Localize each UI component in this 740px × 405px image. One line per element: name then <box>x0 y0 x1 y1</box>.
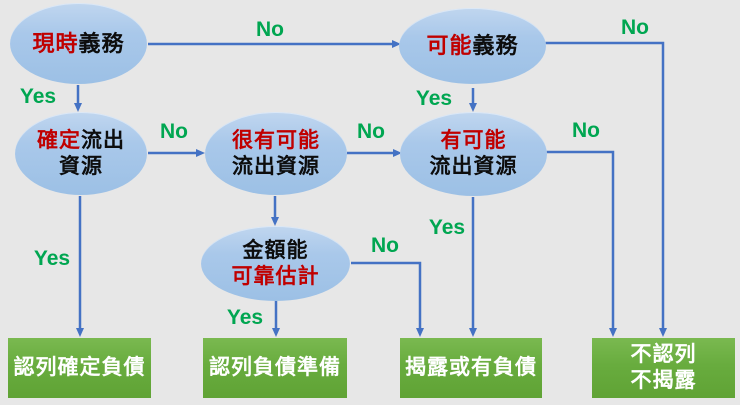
node-present-obligation: 現時義務 <box>10 3 147 84</box>
edge-label-no-possible-to-neither: No <box>621 16 649 39</box>
node-text-line2: 可靠估計 <box>231 264 320 288</box>
edge-label-no-certain-to-probable: No <box>160 120 188 143</box>
outcome-text: 揭露或有負債 <box>405 356 537 379</box>
node-possible-obligation: 可能義務 <box>399 8 546 84</box>
node-text-red: 確定 <box>37 128 81 152</box>
edge-label-yes-possible-to-possible-outflow: Yes <box>415 87 453 110</box>
node-text-red: 可能 <box>426 33 473 58</box>
edge-label-yes-estimate-to-provision: Yes <box>226 306 264 329</box>
node-text-line1: 確定流出 <box>37 128 125 154</box>
node-text: 現時義務 <box>32 31 124 57</box>
edge-label-yes-possible-outflow-to-disclose: Yes <box>428 216 466 239</box>
node-text-line1: 很有可能 <box>232 128 320 152</box>
edge-label-no-present-to-possible: No <box>256 18 284 41</box>
outcome-recognize-provision: 認列負債準備 <box>203 338 347 398</box>
arrow-possible-outflow-to-neither <box>546 150 617 337</box>
edge-label-no-possible-outflow-to-neither: No <box>572 119 600 142</box>
node-text-line2: 資源 <box>59 154 103 178</box>
arrow-possible-to-neither <box>545 41 667 337</box>
outcome-text: 認列確定負債 <box>13 356 146 379</box>
node-text-line2: 流出資源 <box>429 155 518 178</box>
node-reliable-estimate: 金額能 可靠估計 <box>201 226 350 301</box>
node-certain-outflow: 確定流出 資源 <box>15 112 147 195</box>
edge-label-yes-present-to-certain: Yes <box>19 85 57 108</box>
edge-label-no-probable-to-possible-outflow: No <box>357 120 385 143</box>
arrow-estimate-to-disclose <box>351 261 424 337</box>
node-text: 可能義務 <box>426 33 518 59</box>
outcome-disclose-contingent-liability: 揭露或有負債 <box>400 338 542 398</box>
outcome-recognize-certain-liability: 認列確定負債 <box>8 338 151 398</box>
node-possible-outflow: 有可能 流出資源 <box>400 112 547 196</box>
node-text-black: 義務 <box>78 30 125 56</box>
edge-label-no-estimate-to-disclose: No <box>371 234 399 257</box>
node-text-line1: 金額能 <box>242 238 309 262</box>
outcome-text-line1: 不認列 <box>630 343 697 366</box>
node-text-line1: 有可能 <box>440 129 507 152</box>
node-text-line2: 流出資源 <box>232 154 320 178</box>
outcome-text-line2: 不揭露 <box>630 369 697 392</box>
outcome-no-recognition-no-disclosure: 不認列 不揭露 <box>592 338 735 398</box>
node-text-red: 現時 <box>32 30 79 56</box>
node-text-black: 義務 <box>472 33 519 58</box>
node-probable-outflow: 很有可能 流出資源 <box>205 112 347 195</box>
outcome-text: 認列負債準備 <box>209 356 341 379</box>
edge-label-yes-certain-to-recognize: Yes <box>33 247 71 270</box>
node-text-black: 流出 <box>81 128 125 152</box>
